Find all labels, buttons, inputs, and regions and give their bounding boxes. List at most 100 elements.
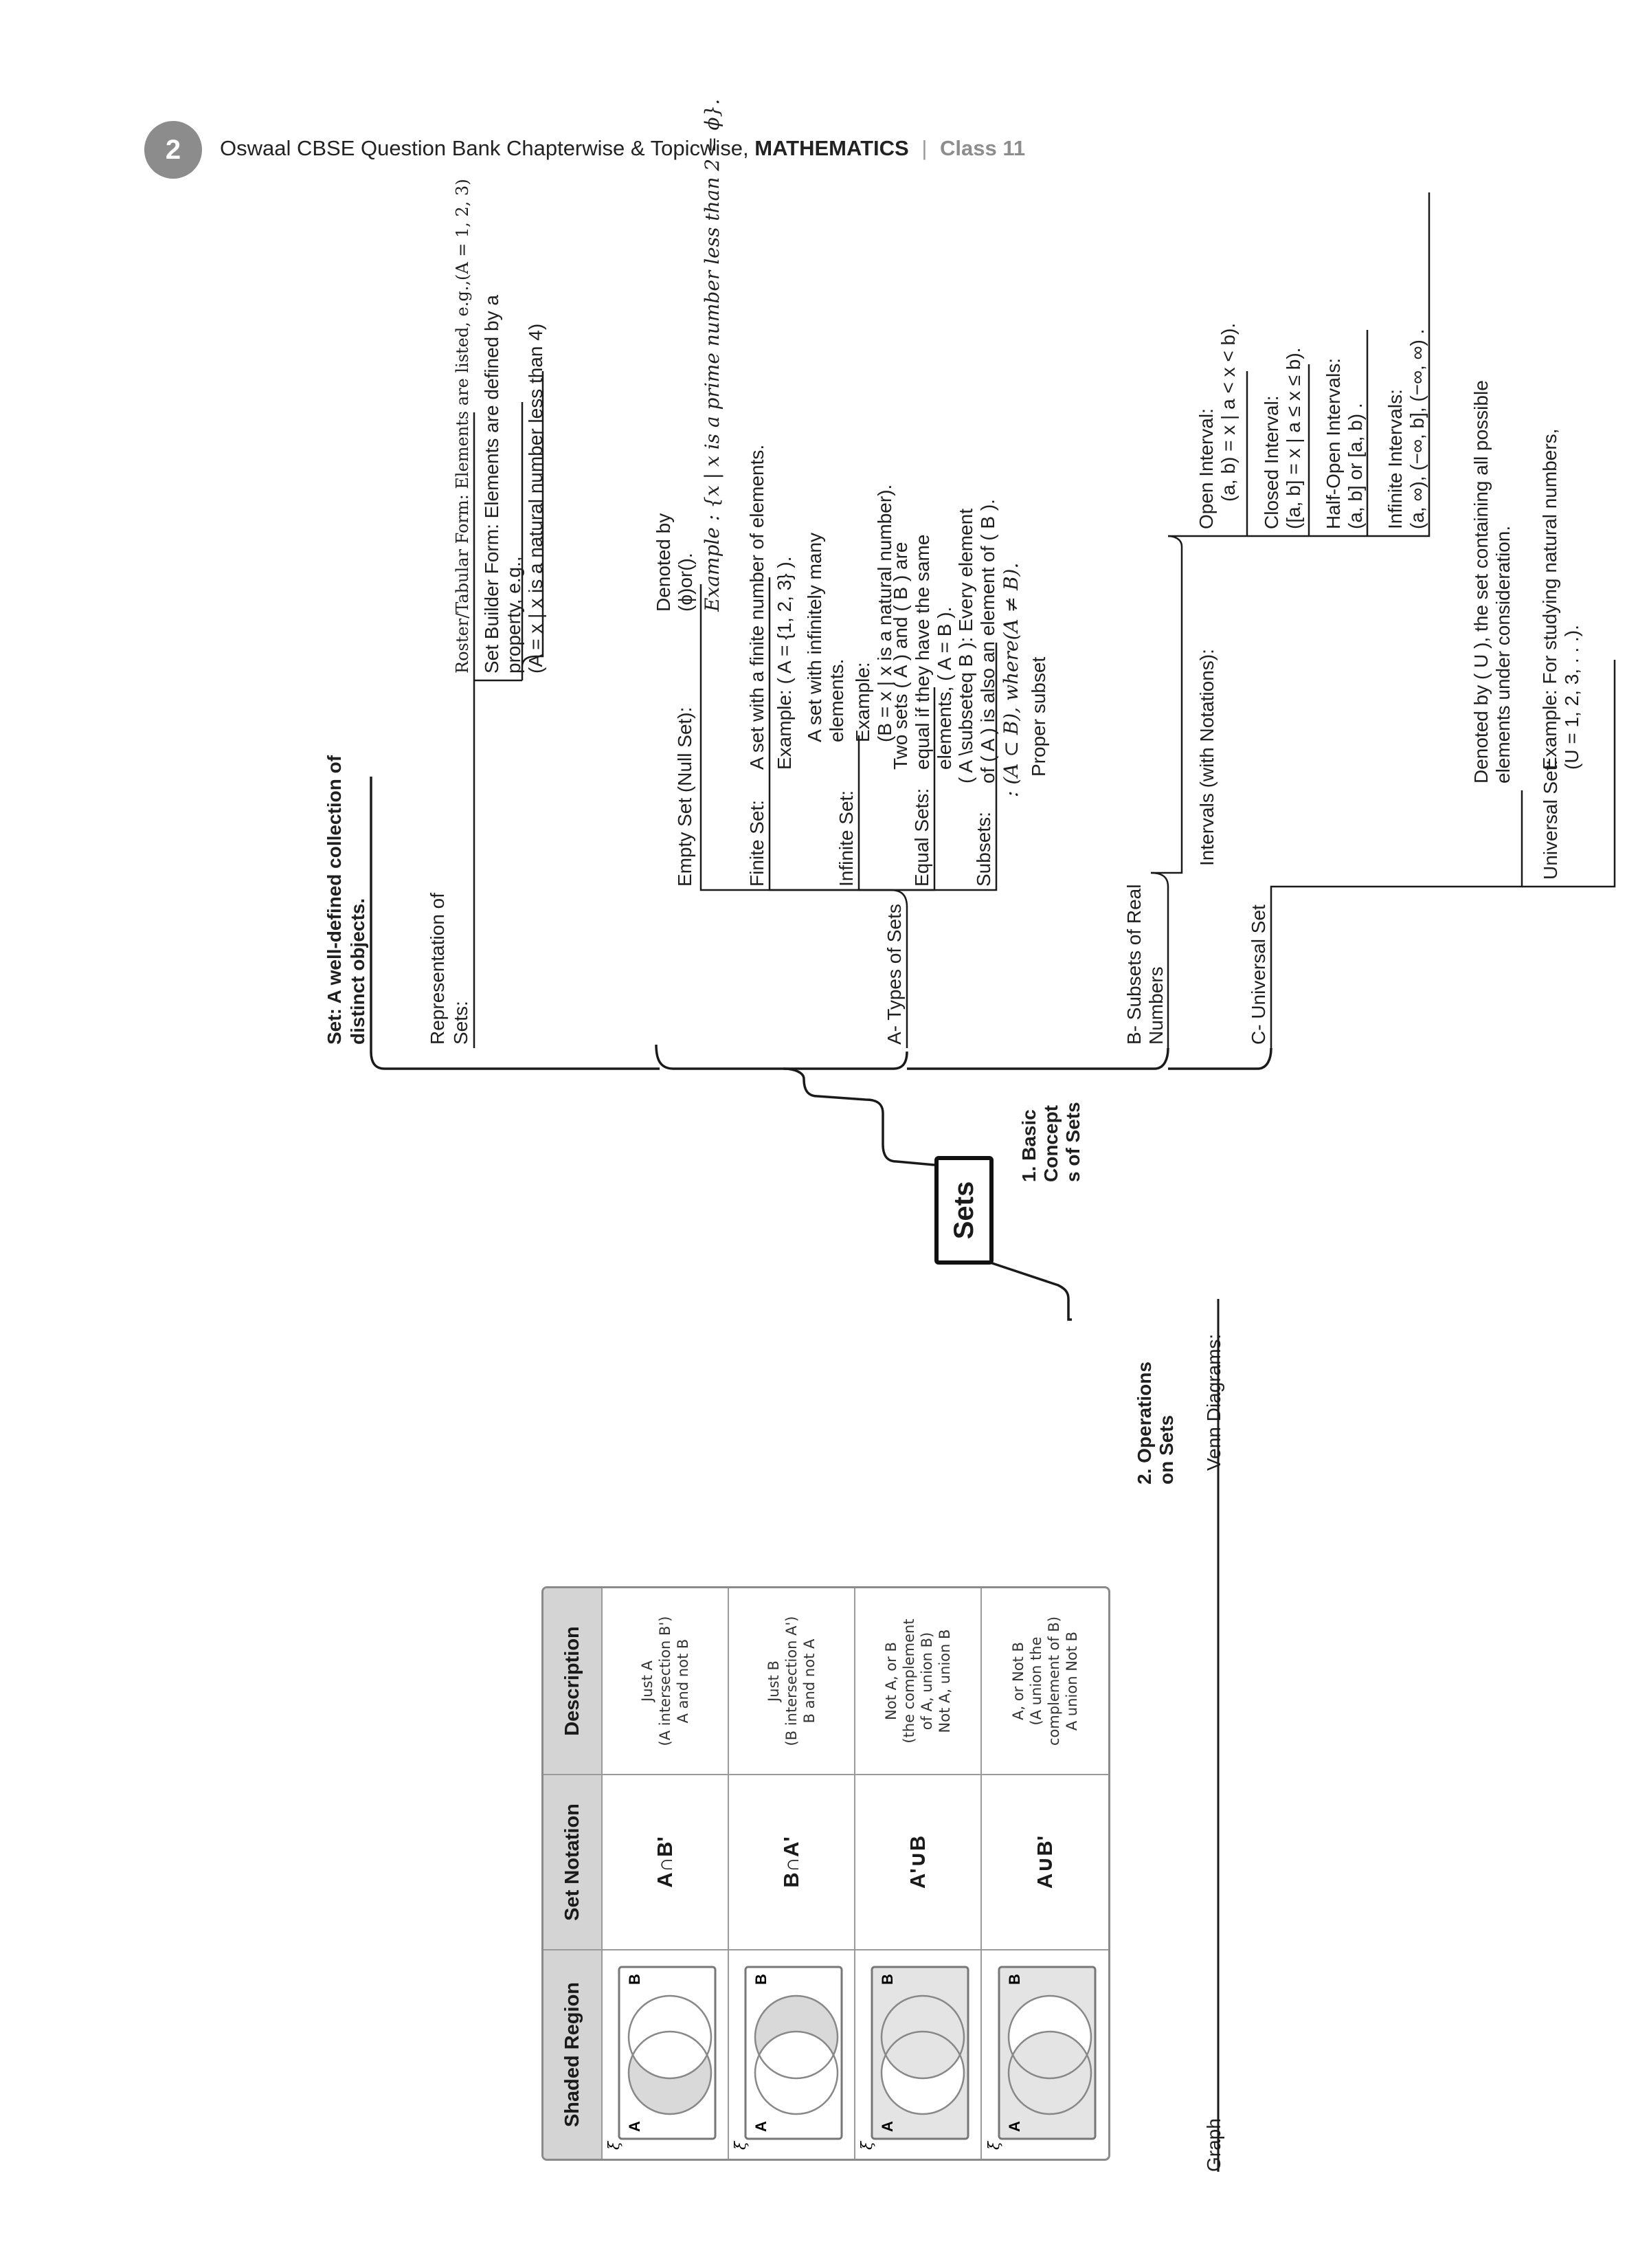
desc-line3: of A, union B) bbox=[919, 1632, 935, 1731]
venn-cell: ξ A B bbox=[729, 1949, 855, 2159]
venn-label-b: B bbox=[1006, 1975, 1023, 1986]
universal-set-title: C- Universal Set bbox=[1248, 904, 1269, 1045]
proper-subset-notation: : (A ⊂ B), where(A ≠ B). bbox=[1000, 562, 1022, 797]
finite-set-def: A set with a finite number of elements. bbox=[746, 444, 767, 770]
subsets-def-line2: of ( A ) is also an element of ( B ). bbox=[977, 499, 998, 783]
equal-def-line1: Two sets ( A ) and ( B ) are bbox=[890, 542, 911, 770]
root-label: Sets bbox=[948, 1181, 979, 1240]
universe-symbol: ξ bbox=[987, 2141, 1003, 2150]
class-label: Class 11 bbox=[940, 136, 1026, 160]
universal-def-line1: Denoted by ( U ), the set containing all… bbox=[1470, 380, 1492, 783]
infinite-interval: Infinite Intervals: (a, ∞), (−∞, b], (−∞… bbox=[1384, 329, 1428, 529]
description: Just A (A intersection B') A and not B bbox=[603, 1588, 729, 1774]
table-row: ξ A B A∪B' A, or Not B (A union the comp… bbox=[982, 1588, 1108, 2159]
universal-set-label: Universal Set: bbox=[1540, 759, 1561, 880]
universal-example-line1: Example: For studying natural numbers, bbox=[1539, 428, 1560, 770]
page-number-badge: 2 bbox=[144, 121, 202, 179]
branch1-title-line2: Concept bbox=[1040, 1105, 1062, 1182]
set-notation: A'∪B bbox=[855, 1774, 982, 1949]
root-node-sets: Sets bbox=[934, 1156, 994, 1265]
branch2-title-line1: 2. Operations bbox=[1134, 1361, 1155, 1485]
set-builder-line1: Set Builder Form: Elements are defined b… bbox=[481, 295, 502, 674]
desc-line1: A, or Not B bbox=[1010, 1642, 1027, 1720]
book-title: Oswaal CBSE Question Bank Chapterwise & … bbox=[220, 136, 749, 160]
equal-def-line2: equal if they have the same bbox=[912, 534, 933, 770]
desc-line1: Just B bbox=[765, 1660, 782, 1702]
open-interval-notation: (a, b) = x | a < x < b). bbox=[1218, 322, 1239, 502]
venn-table: Shaded Region Set Notation Description ξ… bbox=[541, 1586, 1110, 2161]
venn-diagram-b-not-a: ξ A B bbox=[733, 1966, 843, 2150]
venn-baseline bbox=[1217, 1299, 1220, 2172]
half-open-notation: (a, b] or [a, b) . bbox=[1345, 403, 1366, 529]
empty-denoted-line2: (ϕ)or(). bbox=[675, 553, 696, 612]
half-open-label: Half-Open Intervals: bbox=[1323, 358, 1344, 529]
running-head-text: Oswaal CBSE Question Bank Chapterwise & … bbox=[220, 136, 1025, 161]
desc-line2: (B intersection A') bbox=[783, 1616, 800, 1746]
table-row: ξ A B B∩A' Just B (B intersection A') B … bbox=[729, 1588, 855, 2159]
desc-line1: Not A, or B bbox=[883, 1642, 899, 1720]
subsets-def-line1: ( A \subseteq B ): Every element bbox=[955, 509, 976, 783]
closed-interval: Closed Interval: ([a, b] = x | a ≤ x ≤ b… bbox=[1261, 348, 1305, 529]
header-set-notation: Set Notation bbox=[543, 1774, 603, 1949]
branch-basic-concepts-title: 1. Basic Concept s of Sets bbox=[1018, 1086, 1084, 1182]
venn-diagram-a-or-not-b: ξ A B bbox=[987, 1966, 1097, 2150]
infinite-set-def: A set with infinitely many elements. bbox=[804, 533, 848, 742]
venn-label-a: A bbox=[879, 2122, 896, 2133]
universe-symbol: ξ bbox=[860, 2141, 876, 2150]
set-builder-line2: property, e.g., bbox=[503, 556, 524, 674]
empty-set-label: Empty Set (Null Set): bbox=[674, 707, 695, 887]
separator: | bbox=[921, 136, 928, 160]
set-notation: B∩A' bbox=[729, 1774, 855, 1949]
desc-line4: Not A, union B bbox=[936, 1629, 953, 1733]
venn-diagram-not-a-or-b: ξ A B bbox=[860, 1966, 969, 2150]
infinite-interval-notation: (a, ∞), (−∞, b], (−∞, ∞) . bbox=[1406, 329, 1428, 529]
infinite-example-label: Example: bbox=[852, 662, 873, 742]
finite-set-label: Finite Set: bbox=[746, 799, 767, 887]
page-number: 2 bbox=[165, 134, 181, 165]
universal-set-def: Denoted by ( U ), the set containing all… bbox=[1470, 380, 1514, 783]
description: Just B (B intersection A') B and not A bbox=[729, 1588, 855, 1774]
subsets-label: Subsets: bbox=[973, 812, 994, 887]
equal-sets-label: Equal Sets: bbox=[911, 788, 932, 887]
real-subsets-title-line2: Numbers bbox=[1145, 966, 1167, 1045]
universe-symbol: ξ bbox=[733, 2141, 750, 2150]
venn-label-a: A bbox=[752, 2122, 770, 2133]
empty-set-denoted: Denoted by (ϕ)or(). bbox=[653, 513, 697, 612]
branch2-title-line2: on Sets bbox=[1156, 1414, 1177, 1485]
empty-denoted-line1: Denoted by bbox=[653, 513, 674, 612]
venn-label-b: B bbox=[626, 1975, 643, 1986]
header-description: Description bbox=[543, 1588, 603, 1774]
closed-interval-notation: ([a, b] = x | a ≤ x ≤ b). bbox=[1283, 347, 1304, 529]
proper-subset-label: Proper subset bbox=[1028, 656, 1049, 777]
representation-title-line1: Representation of bbox=[427, 892, 448, 1045]
venn-table-wrapper: Shaded Region Set Notation Description ξ… bbox=[541, 1586, 1649, 2161]
set-builder-line3: (A = x | x is a natural number less than… bbox=[525, 323, 546, 674]
half-open-interval: Half-Open Intervals: (a, b] or [a, b) . bbox=[1323, 358, 1367, 529]
infinite-set-label: Infinite Set: bbox=[835, 790, 857, 887]
table-row: ξ A B A∩B' Just A (A intersection B') A … bbox=[603, 1588, 729, 2159]
real-subsets-title-line1: B- Subsets of Real bbox=[1123, 884, 1145, 1045]
description: A, or Not B (A union the complement of B… bbox=[982, 1588, 1108, 1774]
representation-title-line2: Sets: bbox=[450, 1001, 471, 1045]
venn-cell: ξ A B bbox=[855, 1949, 982, 2159]
open-interval: Open Interval: (a, b) = x | a < x < b). bbox=[1196, 323, 1239, 529]
branch-operations-title: 2. Operations on Sets bbox=[1134, 1361, 1178, 1485]
empty-set-example: Example : {x | x is a prime number less … bbox=[701, 98, 723, 612]
mind-map: Sets 1. Basic Concept s of Sets Set: A w… bbox=[247, 99, 1628, 2186]
desc-line1: Just A bbox=[639, 1660, 655, 1702]
desc-line2: (A union the bbox=[1028, 1636, 1044, 1726]
finite-set-example: Example: ( A = {1, 2, 3} ). bbox=[774, 556, 795, 770]
closed-interval-label: Closed Interval: bbox=[1261, 395, 1282, 529]
subject-name: MATHEMATICS bbox=[754, 136, 909, 160]
venn-label-b: B bbox=[879, 1975, 896, 1986]
venn-label-b: B bbox=[752, 1975, 770, 1986]
set-definition-line2: distinct objects. bbox=[347, 898, 368, 1045]
equal-sets-def: Two sets ( A ) and ( B ) are equal if th… bbox=[890, 535, 956, 770]
set-definition: Set: A well-defined collection of distin… bbox=[323, 755, 370, 1045]
subsets-def: ( A \subseteq B ): Every element of ( A … bbox=[955, 499, 999, 783]
universal-example-line2: (U = 1, 2, 3, . . .). bbox=[1561, 625, 1582, 770]
universe-symbol: ξ bbox=[607, 2141, 623, 2150]
intervals-label: Intervals (with Notations): bbox=[1196, 649, 1218, 866]
set-definition-line1: Set: A well-defined collection of bbox=[324, 755, 345, 1045]
set-builder-form: Set Builder Form: Elements are defined b… bbox=[481, 295, 547, 674]
